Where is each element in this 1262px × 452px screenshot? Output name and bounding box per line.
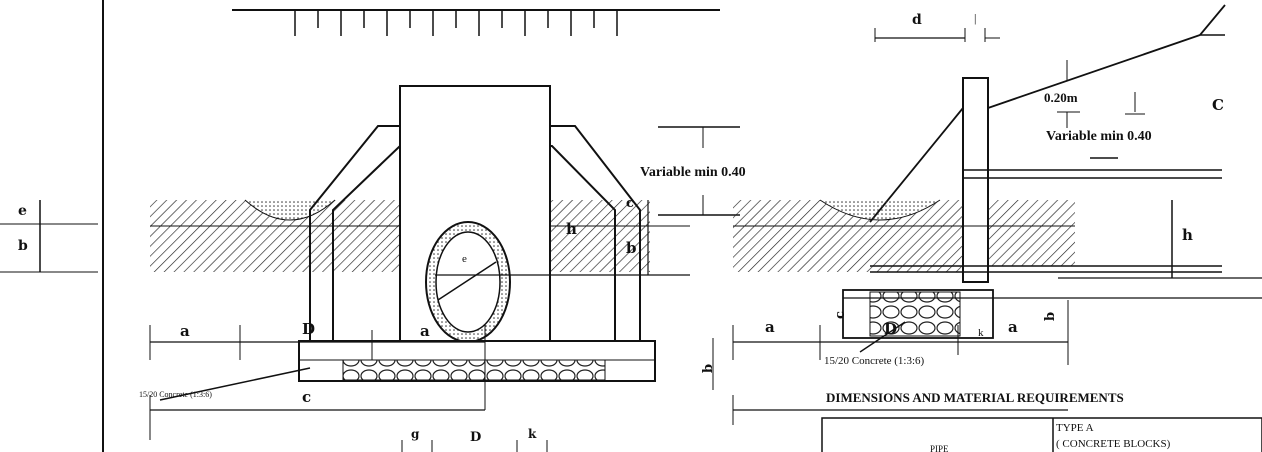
top-ruler: [232, 9, 720, 36]
concrete-note-left: 15/20 Concrete (1:3:6): [139, 390, 212, 399]
label-a-left: a: [180, 322, 190, 340]
label-d-top: d: [912, 12, 922, 28]
variable-min-left: Variable min 0.40: [640, 165, 746, 180]
tick-mark: |: [974, 11, 976, 25]
table-col-type: TYPE A: [1056, 422, 1094, 434]
label-b-right-lower: b: [701, 364, 716, 373]
left-margin-dimension: e b: [0, 0, 104, 452]
variable-min-right: Variable min 0.40: [1046, 129, 1152, 144]
label-b-wall: b: [626, 239, 637, 257]
label-D-bottom: D: [470, 430, 481, 445]
label-a-mid: a: [420, 322, 430, 340]
table-heading: DIMENSIONS AND MATERIAL REQUIREMENTS: [826, 390, 1124, 405]
label-c-left: c: [302, 388, 311, 406]
table-col-sub: ( CONCRETE BLOCKS): [1056, 438, 1171, 450]
label-k-right: k: [978, 327, 984, 339]
label-c-clip: C: [1212, 96, 1224, 114]
left-headwall-elevation: e a D a c 15/20 Concrete (1:3:6) h c b: [139, 85, 746, 452]
label-D-pipe: e: [462, 253, 467, 265]
label-h-left: h: [566, 220, 577, 238]
label-c-wall: c: [626, 196, 634, 211]
label-g-bottom: g: [411, 427, 420, 441]
label-k-bottom: k: [528, 427, 537, 441]
concrete-note-right: 15/20 Concrete (1:3:6): [824, 355, 925, 367]
label-D-left: D: [302, 320, 315, 338]
dim-020m: 0.20m: [1044, 90, 1078, 105]
label-b-right: b: [1043, 312, 1058, 321]
label-h-right: h: [1182, 226, 1193, 244]
table-cell-pipe: PIPE: [930, 444, 949, 452]
right-section-view: d | h 0.20m Variable min 0.4: [701, 4, 1262, 452]
label-a-right2: a: [1008, 318, 1018, 336]
label-b-left: b: [18, 238, 28, 254]
label-a-right1: a: [765, 318, 775, 336]
label-e-left: e: [18, 203, 27, 219]
label-c-right: c: [833, 311, 848, 319]
